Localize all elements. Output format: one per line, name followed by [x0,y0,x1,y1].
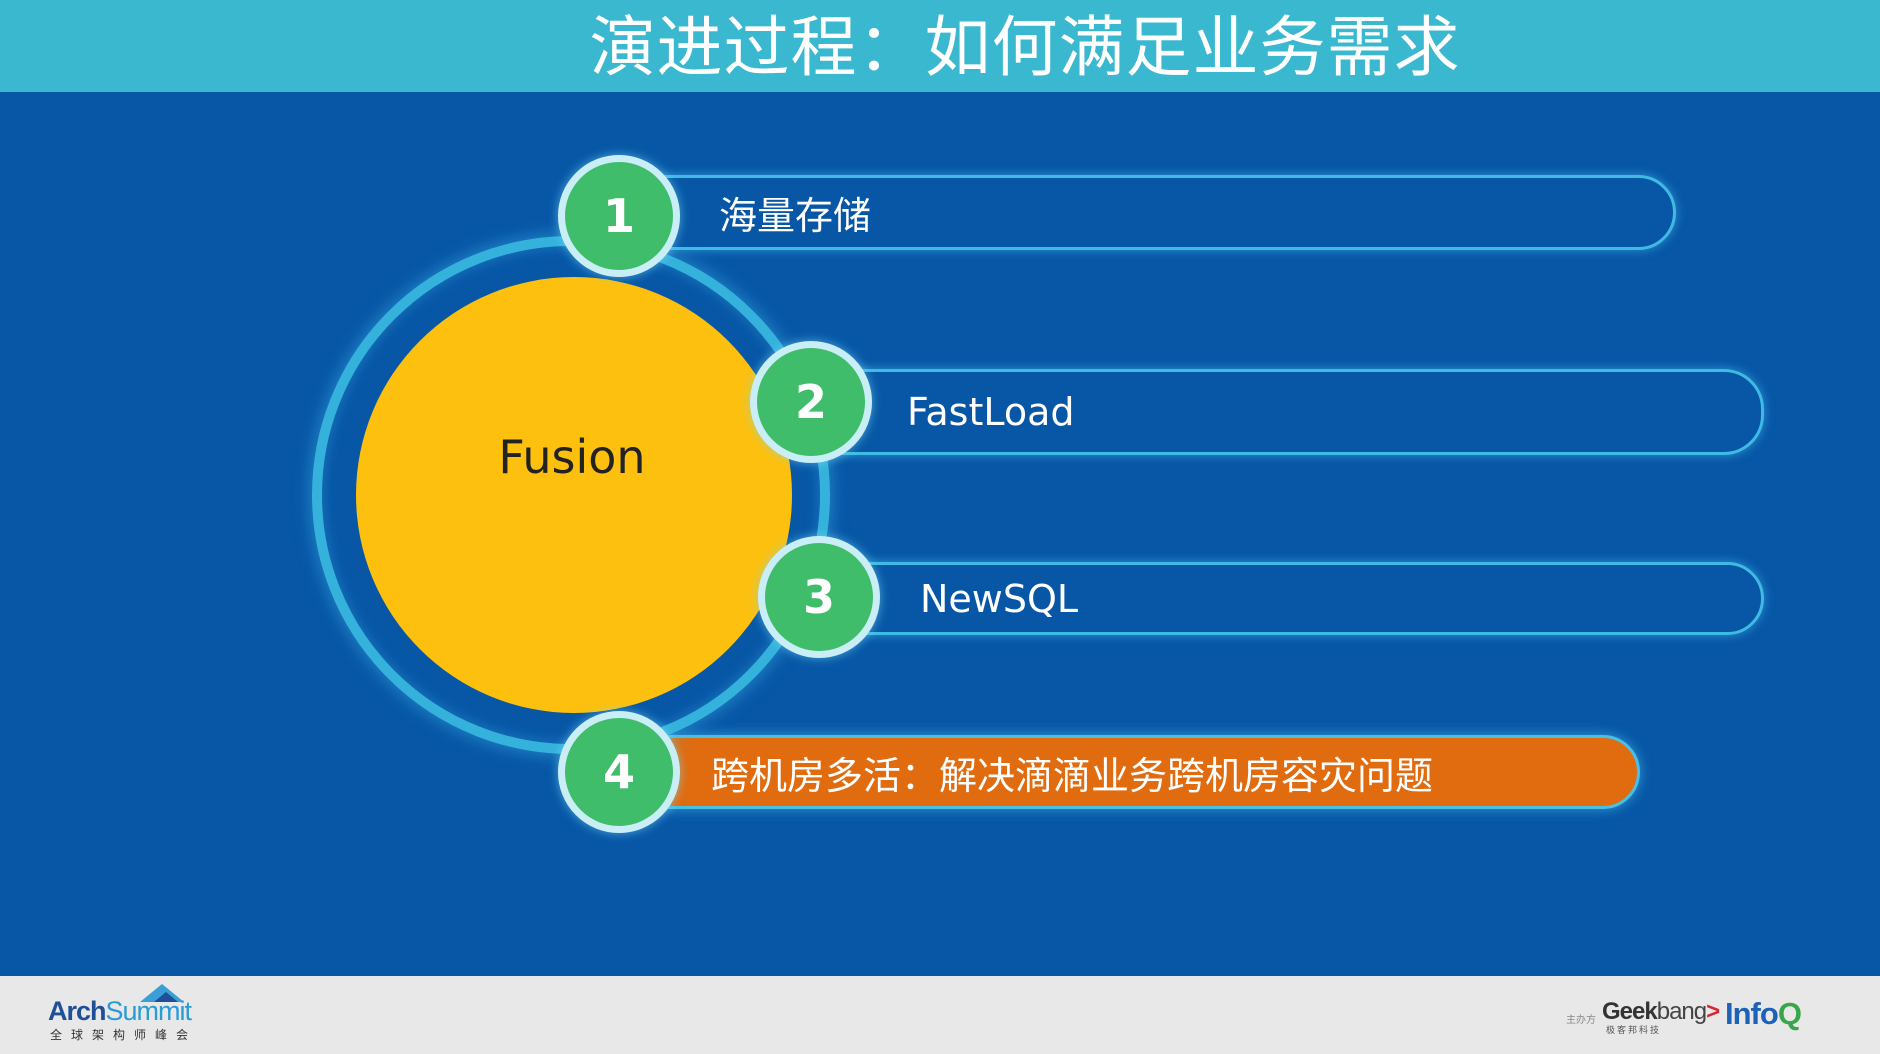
infoq-logo-q: Q [1777,996,1802,1031]
number-badge-3: 3 [758,536,880,658]
archsummit-subtitle: 全球架构师峰会 [50,1028,198,1042]
item-label-1: 海量存储 [719,194,872,238]
number-2: 2 [794,375,827,429]
geekbang-logo-geek: Geek [1602,998,1658,1025]
infoq-logo: InfoQ [1725,996,1802,1032]
geekbang-subtitle: 极客邦科技 [1606,1026,1662,1036]
archsummit-logo: ArchSummit [48,996,193,1027]
number-badge-4: 4 [558,711,680,833]
number-badge-2: 2 [750,341,872,463]
archsummit-logo-summit: Summit [105,996,193,1026]
fusion-core-circle [356,277,792,713]
item-bar-4: 跨机房多活：解决滴滴业务跨机房容灾问题 [596,735,1640,809]
item-bar-1: 海量存储 [600,175,1676,250]
number-badge-1: 1 [558,155,680,277]
item-label-3: NewSQL [920,576,1079,621]
item-bar-2: FastLoad [790,369,1764,455]
header-bar [0,0,1880,92]
sponsor-label: 主办方 [1566,1015,1596,1026]
geekbang-logo: Geekbang> [1602,998,1720,1026]
archsummit-mountain-icon [140,984,184,1002]
number-3: 3 [802,570,835,624]
number-1: 1 [602,189,635,243]
number-4: 4 [602,745,635,799]
item-bar-3: NewSQL [800,562,1764,635]
infoq-logo-info: Info [1725,996,1779,1031]
slide-body [0,92,1880,976]
archsummit-logo-arch: Arch [48,996,107,1026]
geekbang-arrow-icon: > [1706,998,1720,1025]
slide-title: 演进过程：如何满足业务需求 [589,9,1461,86]
geekbang-logo-bang: bang [1656,998,1707,1025]
item-label-2: FastLoad [907,390,1075,434]
fusion-label: Fusion [498,430,646,484]
footer-bar [0,976,1880,1054]
item-label-4: 跨机房多活：解决滴滴业务跨机房容灾问题 [711,753,1434,798]
